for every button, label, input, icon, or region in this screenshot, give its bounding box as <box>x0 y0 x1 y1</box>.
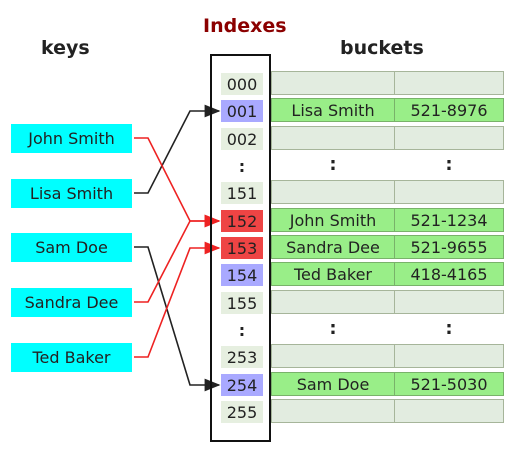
bucket-001-phone: 521-8976 <box>394 98 504 122</box>
index-ellipsis: : <box>238 320 246 340</box>
arrow-lisa-smith <box>134 104 221 194</box>
bucket-151-name <box>271 180 395 204</box>
index-000: 000 <box>221 73 263 95</box>
bucket-ellipsis: : <box>445 154 453 175</box>
bucket-152-name: John Smith <box>271 208 395 232</box>
bucket-253-name <box>271 344 395 368</box>
bucket-254-name: Sam Doe <box>271 372 395 396</box>
index-151: 151 <box>221 182 263 204</box>
bucket-001-name: Lisa Smith <box>271 98 395 122</box>
bucket-000-phone <box>394 71 504 95</box>
bucket-155-name <box>271 290 395 314</box>
bucket-154-name: Ted Baker <box>271 262 395 286</box>
key-sandra-dee: Sandra Dee <box>11 288 132 317</box>
bucket-002-phone <box>394 126 504 150</box>
arrow-john-smith <box>134 137 221 228</box>
bucket-152-phone: 521-1234 <box>394 208 504 232</box>
bucket-254-phone: 521-5030 <box>394 372 504 396</box>
bucket-ellipsis: : <box>329 154 337 175</box>
bucket-151-phone <box>394 180 504 204</box>
arrow-ted-baker <box>134 241 221 358</box>
index-152: 152 <box>221 210 263 232</box>
bucket-002-name <box>271 126 395 150</box>
buckets-header: buckets <box>340 37 424 59</box>
index-154: 154 <box>221 264 263 286</box>
index-column-frame <box>210 54 271 442</box>
bucket-153-phone: 521-9655 <box>394 235 504 259</box>
bucket-ellipsis: : <box>329 318 337 339</box>
index-254: 254 <box>221 374 263 396</box>
index-ellipsis: : <box>238 156 246 176</box>
index-253: 253 <box>221 346 263 368</box>
index-001: 001 <box>221 100 263 122</box>
bucket-154-phone: 418-4165 <box>394 262 504 286</box>
index-002: 002 <box>221 128 263 150</box>
index-255: 255 <box>221 401 263 423</box>
arrow-sam-doe <box>134 246 221 392</box>
key-john-smith: John Smith <box>11 124 132 153</box>
bucket-255-name <box>271 399 395 423</box>
key-ted-baker: Ted Baker <box>11 343 132 372</box>
bucket-253-phone <box>394 344 504 368</box>
bucket-153-name: Sandra Dee <box>271 235 395 259</box>
index-153: 153 <box>221 237 263 259</box>
key-sam-doe: Sam Doe <box>11 233 132 262</box>
index-155: 155 <box>221 292 263 314</box>
bucket-155-phone <box>394 290 504 314</box>
keys-header: keys <box>41 37 90 59</box>
bucket-000-name <box>271 71 395 95</box>
bucket-ellipsis: : <box>445 318 453 339</box>
arrow-sandra-dee <box>134 214 221 303</box>
indexes-header: Indexes <box>203 15 287 37</box>
bucket-255-phone <box>394 399 504 423</box>
key-lisa-smith: Lisa Smith <box>11 179 132 208</box>
